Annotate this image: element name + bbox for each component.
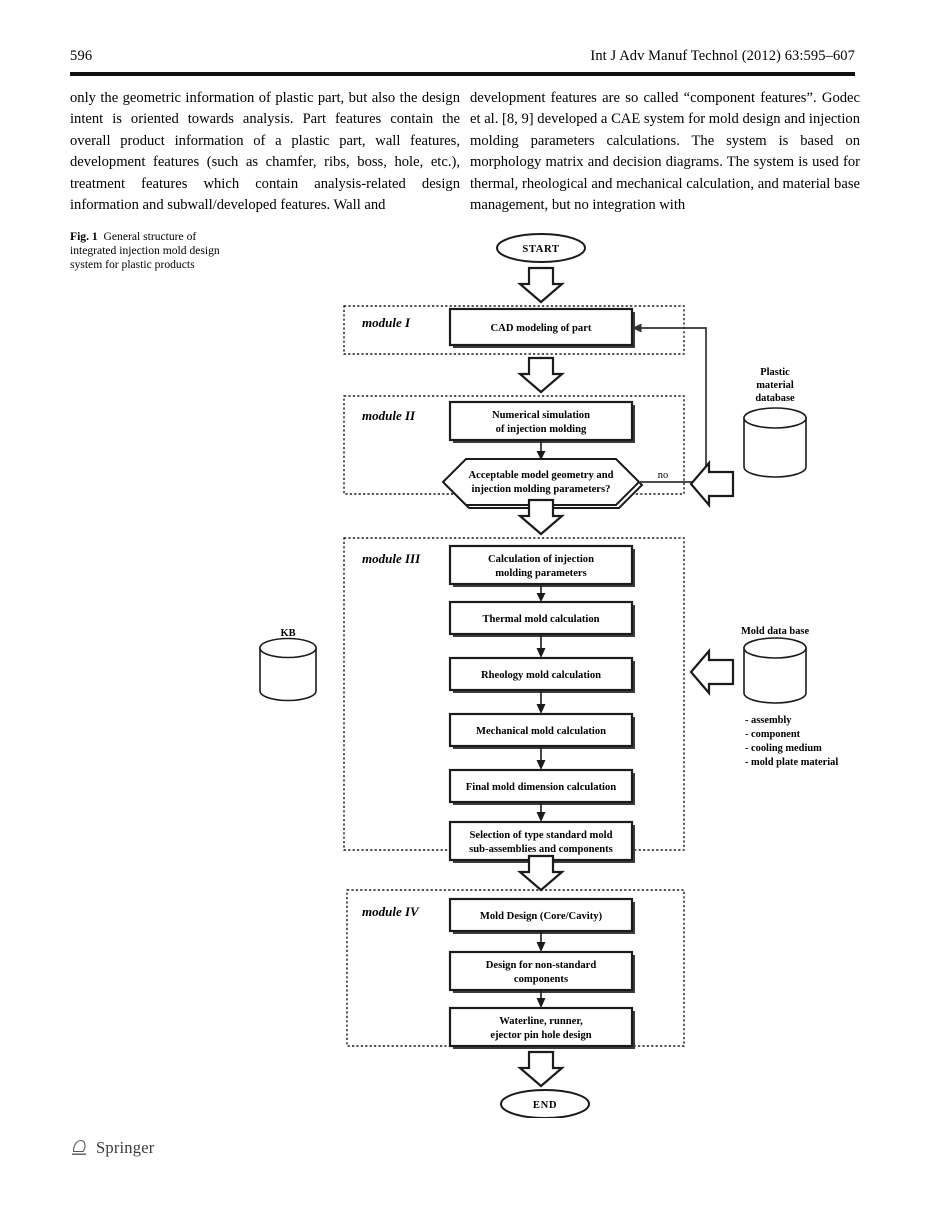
block-arrow-start-to-module-1 (517, 266, 565, 304)
module-2-decision-line-2: injection molding parameters? (472, 484, 611, 495)
module-3-label: module III (362, 551, 421, 566)
kb-database: KB (259, 628, 317, 702)
body-column-right: development features are so called “comp… (470, 88, 860, 216)
module-3-box-6-line-2: sub-assemblies and components (469, 844, 613, 855)
figure-1-flowchart: .bx { fill:#fff; stroke:#1b1b1b; stroke-… (240, 228, 910, 1118)
end-node: END (500, 1089, 590, 1118)
block-arrow-module-1-to-module-2 (517, 356, 565, 394)
module-3-group: module III Calculation of injection mold… (343, 537, 685, 863)
start-label: START (522, 244, 559, 255)
start-node: START (496, 233, 586, 263)
module-3-box-3-line-1: Rheology mold calculation (481, 670, 601, 681)
mold-db-title: Mold data base (741, 626, 810, 637)
figure-caption-label: Fig. 1 (70, 230, 98, 243)
cylinder-icon (743, 407, 807, 478)
cylinder-icon (259, 637, 317, 702)
module-1-group: module I CAD modeling of part (343, 305, 685, 355)
module-3-box-5-line-1: Final mold dimension calculation (466, 782, 617, 793)
module-2-label: module II (362, 408, 416, 423)
no-branch-label: no (658, 470, 668, 481)
paragraph-right: development features are so called “comp… (470, 90, 860, 214)
module-3-box-1-line-1: Calculation of injection (488, 554, 594, 565)
figure-caption: Fig. 1 General structure of integrated i… (70, 230, 230, 273)
header-rule (70, 72, 855, 77)
body-column-left: only the geometric information of plasti… (70, 88, 460, 216)
mold-db-item-1: - assembly (745, 715, 792, 726)
module-4-label: module IV (362, 904, 420, 919)
module-4-box-3-line-1: Waterline, runner, (499, 1016, 583, 1027)
module-3-box-4-line-1: Mechanical mold calculation (476, 726, 606, 737)
module-2-group: module II Numerical simulation of inject… (343, 395, 685, 509)
module-4-box-3-line-2: ejector pin hole design (490, 1030, 591, 1041)
module-1-label: module I (362, 315, 411, 330)
module-3-box-6-line-1: Selection of type standard mold (469, 830, 612, 841)
module-3-box-1-line-2: molding parameters (495, 568, 587, 579)
end-label: END (533, 1100, 557, 1111)
block-arrow-module-4-to-end (517, 1050, 565, 1088)
module-3-box-2-line-1: Thermal mold calculation (482, 614, 599, 625)
figure-caption-text: General structure of integrated injectio… (70, 230, 220, 272)
module-2-box-1-line-2: of injection molding (496, 424, 587, 435)
springer-logo-icon (70, 1138, 89, 1158)
cylinder-icon (743, 637, 807, 704)
block-arrow-mold-db-to-module-3 (689, 648, 735, 696)
mold-db-item-4: - mold plate material (745, 757, 838, 768)
plastic-db-title-2: material (756, 380, 794, 391)
plastic-db-title-3: database (755, 393, 795, 404)
journal-citation: Int J Adv Manuf Technol (2012) 63:595–60… (590, 48, 855, 64)
module-2-box-1-line-1: Numerical simulation (492, 410, 590, 421)
module-4-box-2-line-1: Design for non-standard (486, 960, 597, 971)
block-arrow-module-3-to-module-4 (517, 854, 565, 892)
paragraph-left: only the geometric information of plasti… (70, 90, 460, 214)
block-arrow-plastic-db-to-module-2 (689, 460, 735, 508)
no-feedback-loop: no (632, 323, 707, 483)
plastic-db-title-1: Plastic (760, 367, 790, 378)
page-header: 596 Int J Adv Manuf Technol (2012) 63:59… (70, 48, 855, 70)
module-4-box-1-line-1: Mold Design (Core/Cavity) (480, 911, 603, 922)
plastic-material-database: Plastic material database (689, 367, 807, 508)
mold-db-item-2: - component (745, 729, 801, 740)
mold-data-base: Mold data base - assembly - component - … (689, 626, 838, 768)
block-arrow-module-2-to-module-3 (517, 498, 565, 536)
module-2-decision-line-1: Acceptable model geometry and (468, 470, 613, 481)
module-4-group: module IV Mold Design (Core/Cavity) Desi… (346, 889, 685, 1049)
page-footer: Springer (70, 1138, 154, 1158)
kb-db-title: KB (280, 628, 295, 639)
publisher-name: Springer (96, 1138, 155, 1157)
mold-db-item-3: - cooling medium (745, 743, 822, 754)
module-1-box-1-line-1: CAD modeling of part (491, 323, 592, 334)
page-number: 596 (70, 48, 93, 64)
module-4-box-2-line-2: components (514, 974, 568, 985)
